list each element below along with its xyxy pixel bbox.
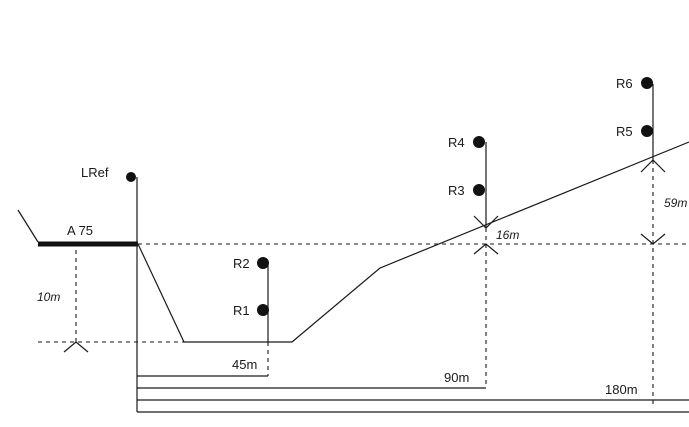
distance-90-label: 90m <box>444 370 469 385</box>
slope-marker-90-lower <box>473 243 499 255</box>
height-dim-source-arrow <box>63 341 89 353</box>
terrain-profile <box>137 141 689 343</box>
receiver-r1-label: R1 <box>233 303 250 318</box>
receiver-r4-point <box>473 136 485 148</box>
slope-marker-180-lower <box>640 233 666 245</box>
distance-180-label: 180m <box>605 382 638 397</box>
receiver-r5-label: R5 <box>616 124 633 139</box>
source-label: A 75 <box>67 223 93 238</box>
height-right-label: 59m <box>664 196 687 210</box>
receiver-r1-point <box>257 304 269 316</box>
receiver-r6-point <box>641 77 653 89</box>
receiver-r6-label: R6 <box>616 76 633 91</box>
slope-marker-90-upper <box>473 215 499 229</box>
height-source-label: 10m <box>37 290 60 304</box>
receiver-r3-point <box>473 184 485 196</box>
terrain-left-slope <box>17 209 39 243</box>
lref-point <box>126 172 136 182</box>
receiver-r2-label: R2 <box>233 256 250 271</box>
receiver-r4-label: R4 <box>448 135 465 150</box>
receiver-r3-label: R3 <box>448 183 465 198</box>
receiver-r2-point <box>257 257 269 269</box>
lref-label: LRef <box>81 165 109 180</box>
slope-marker-180-upper <box>640 159 666 173</box>
receiver-r5-point <box>641 125 653 137</box>
distance-45-label: 45m <box>232 357 257 372</box>
height-slope-label: 16m <box>496 228 519 242</box>
